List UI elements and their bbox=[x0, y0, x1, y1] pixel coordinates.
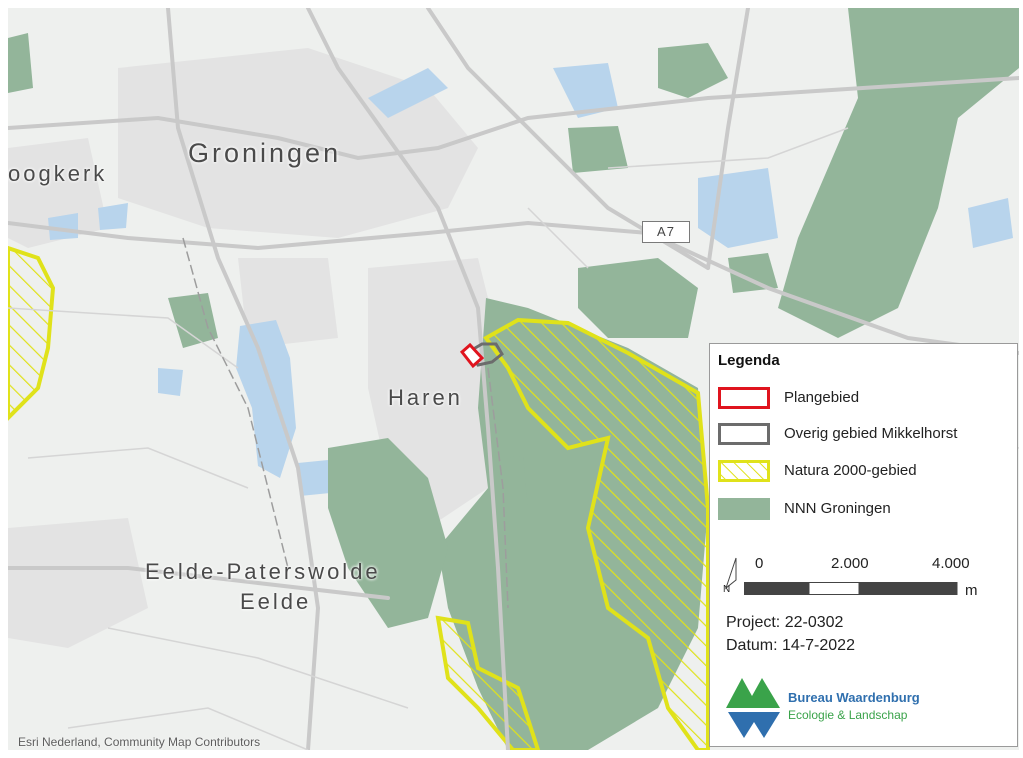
north-arrow-icon bbox=[724, 557, 737, 590]
legend-title: Legenda bbox=[718, 352, 780, 369]
place-label-eelde: Eelde bbox=[240, 589, 312, 614]
place-label-hoogkerk: oogkerk bbox=[8, 161, 108, 186]
scale-unit: m bbox=[965, 582, 978, 599]
scale-tick-2000: 2.000 bbox=[831, 555, 869, 572]
legend-swatch-nnn bbox=[718, 498, 770, 520]
legend-label: Natura 2000-gebied bbox=[784, 462, 917, 479]
legend-label: Overig gebied Mikkelhorst bbox=[784, 425, 958, 442]
bureau-waardenburg-logo-icon bbox=[726, 678, 780, 738]
railway bbox=[182, 237, 509, 609]
legend-swatch-natura-2000 bbox=[718, 460, 770, 482]
legend-label: Plangebied bbox=[784, 389, 860, 406]
natura-2000-areas bbox=[8, 245, 710, 750]
place-label-eelde-paterswolde: Eelde-Paterswolde bbox=[145, 559, 381, 584]
legend-panel: Legenda Plangebied Overig gebied Mikkelh… bbox=[709, 343, 1018, 747]
place-label-groningen: Groningen bbox=[188, 138, 342, 168]
north-label: N bbox=[723, 584, 731, 595]
water-bodies bbox=[48, 63, 1013, 496]
scale-tick-0: 0 bbox=[755, 555, 764, 572]
scale-tick-4000: 4.000 bbox=[932, 555, 970, 572]
road-shield-a7: A7 bbox=[642, 221, 690, 243]
legend-swatch-overig-gebied bbox=[718, 423, 770, 445]
project-number: Project: 22-0302 bbox=[726, 614, 844, 631]
minor-roads bbox=[8, 127, 1019, 750]
scale-bar bbox=[744, 582, 958, 595]
project-date: Datum: 14-7-2022 bbox=[726, 637, 855, 654]
legend-swatch-plangebied bbox=[718, 387, 770, 409]
legend-label: NNN Groningen bbox=[784, 500, 891, 517]
place-label-haren: Haren bbox=[388, 385, 463, 410]
logo-subtitle: Ecologie & Landschap bbox=[788, 708, 908, 722]
plangebied bbox=[459, 342, 485, 369]
logo-title: Bureau Waardenburg bbox=[788, 690, 920, 705]
map-attribution: Esri Nederland, Community Map Contributo… bbox=[18, 735, 261, 749]
overig-gebied-mikkelhorst bbox=[467, 342, 504, 367]
roads bbox=[8, 8, 1019, 750]
